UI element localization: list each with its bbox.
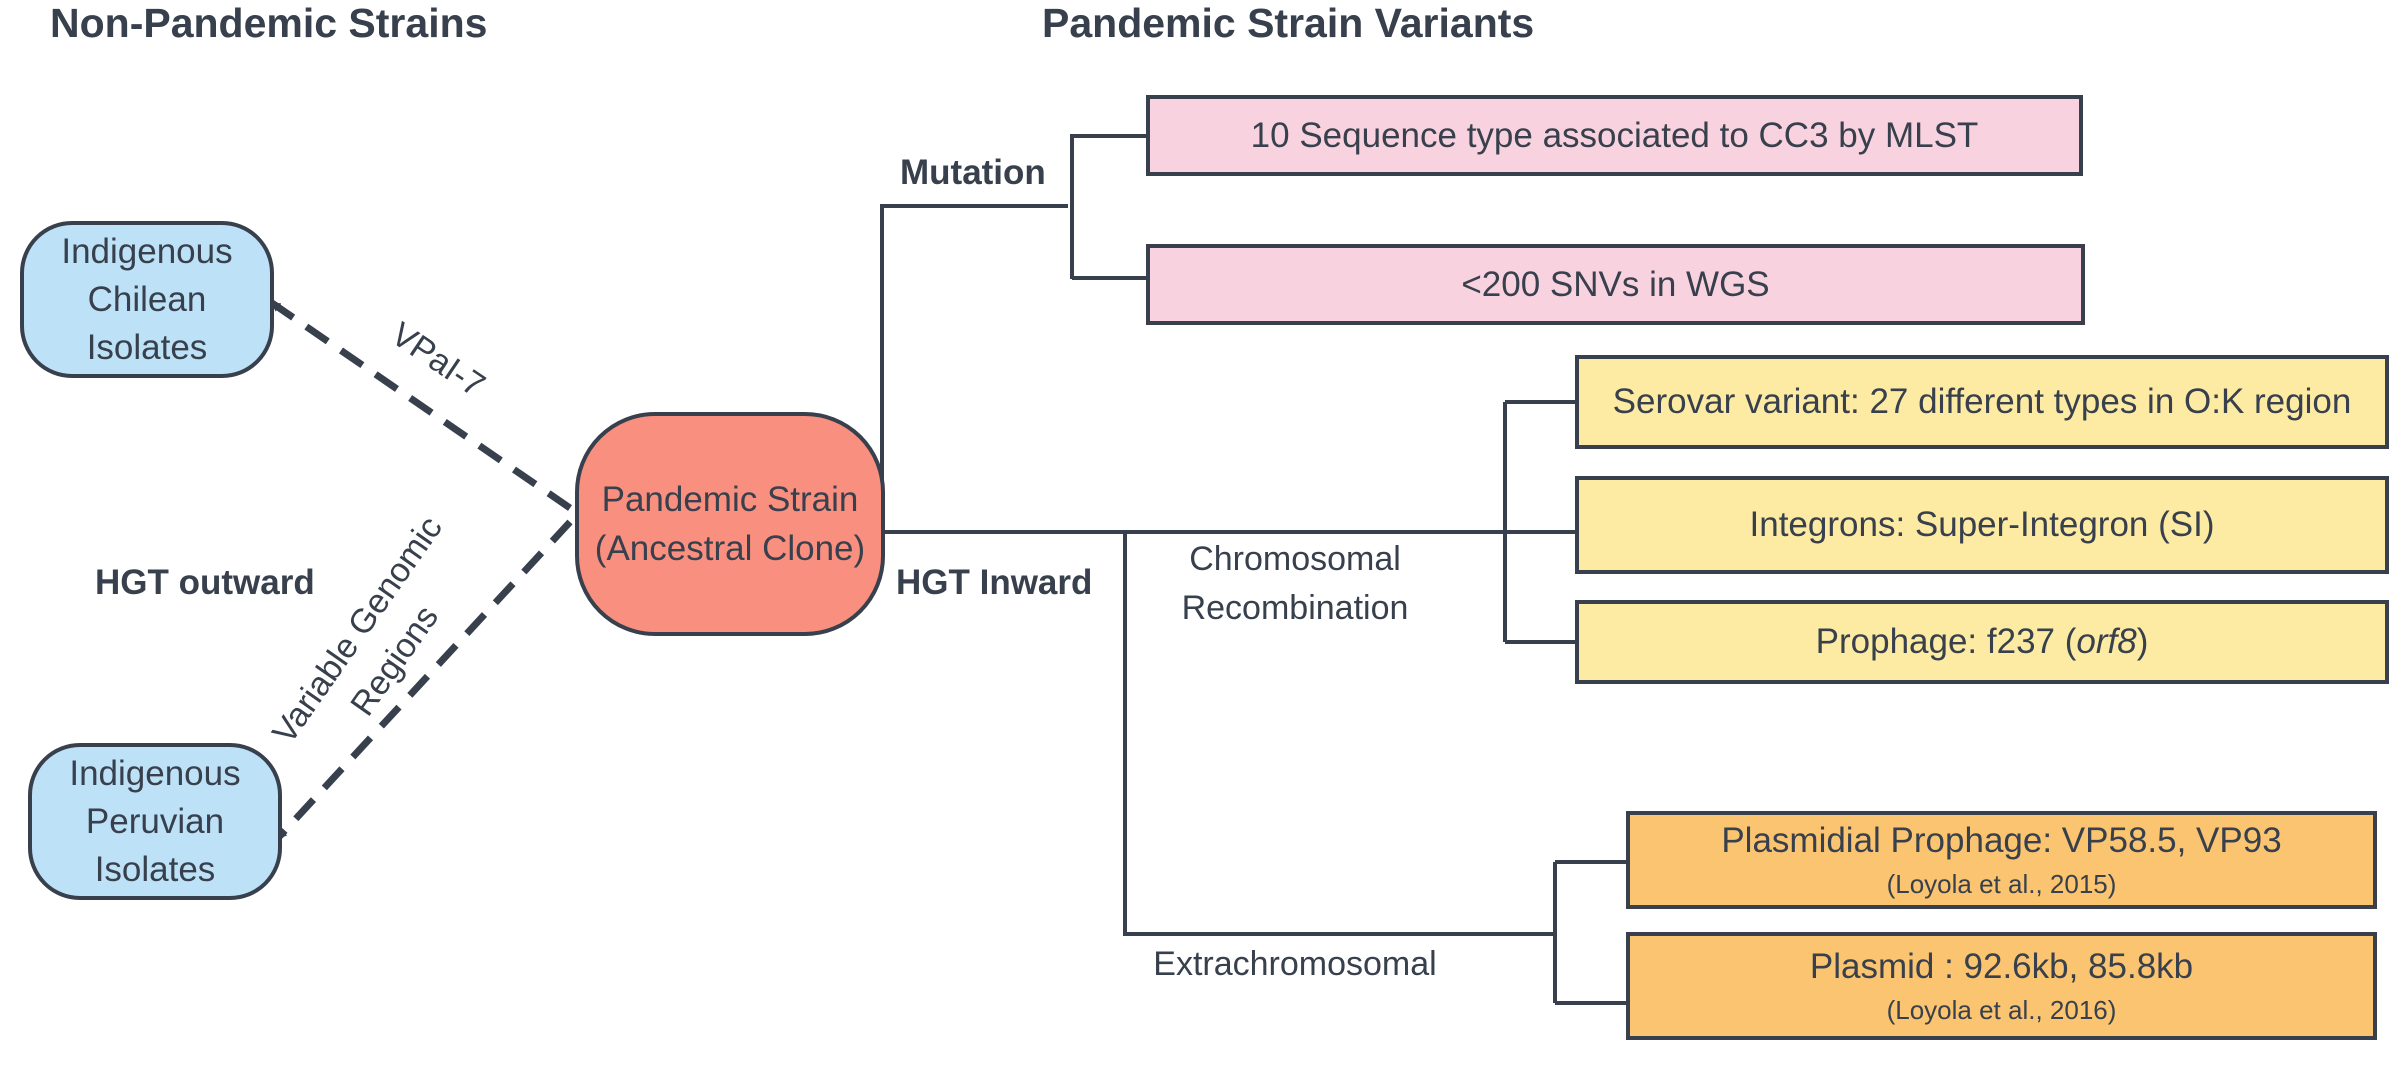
label-chromosomal-line2: Recombination	[1181, 589, 1409, 627]
box-plasmid: Plasmid : 92.6kb, 85.8kb (Loyola et al.,…	[1626, 932, 2377, 1040]
box-prophage-suffix: )	[2136, 622, 2149, 661]
node-pandemic-line2: (Ancestral Clone)	[594, 529, 866, 568]
node-chilean-line3: Isolates	[86, 327, 208, 367]
box-plasmid-text: Plasmid : 92.6kb, 85.8kb	[1809, 946, 2194, 986]
mutation-connector	[880, 204, 1068, 517]
node-chilean-line2: Chilean	[87, 279, 207, 319]
label-hgt-inward: HGT Inward	[896, 563, 1093, 602]
heading-non-pandemic: Non-Pandemic Strains	[50, 0, 488, 46]
box-plasmidial-prophage: Plasmidial Prophage: VP58.5, VP93 (Loyol…	[1626, 811, 2377, 909]
box-plasmidial-text: Plasmidial Prophage: VP58.5, VP93	[1721, 820, 2282, 860]
box-serovar: Serovar variant: 27 different types in O…	[1575, 355, 2389, 449]
arrow-to-chilean	[270, 300, 572, 511]
box-snv: <200 SNVs in WGS	[1146, 244, 2085, 325]
box-prophage-text: Prophage: f237 (orf8)	[1816, 622, 2149, 662]
hgt-inward-trunk	[1123, 532, 1555, 936]
box-plasmidial-citation: (Loyola et al., 2015)	[1886, 868, 2117, 899]
box-prophage-prefix: Prophage: f237 (	[1815, 622, 2077, 661]
node-peruvian-line2: Peruvian	[85, 801, 225, 841]
label-chromosomal-line1: Chromosomal	[1189, 540, 1401, 578]
arrow-to-peruvian	[275, 519, 573, 841]
node-chilean-isolates: Indigenous Chilean Isolates	[20, 221, 274, 378]
box-mlst-text: 10 Sequence type associated to CC3 by ML…	[1250, 115, 1979, 155]
node-pandemic-line1: Pandemic Strain	[601, 480, 859, 519]
label-mutation: Mutation	[900, 153, 1046, 192]
box-serovar-text: Serovar variant: 27 different types in O…	[1612, 382, 2352, 421]
node-chilean-line1: Indigenous	[61, 231, 233, 271]
box-integrons-text: Integrons: Super-Integron (SI)	[1749, 505, 2215, 544]
box-snv-text: <200 SNVs in WGS	[1461, 264, 1770, 304]
box-prophage: Prophage: f237 (orf8)	[1575, 600, 2389, 684]
label-extrachromosomal: Extrachromosomal	[1153, 945, 1437, 983]
label-chromosomal-recombination: Chromosomal Recombination	[1150, 535, 1440, 633]
node-peruvian-line1: Indigenous	[69, 753, 241, 793]
node-pandemic-strain: Pandemic Strain (Ancestral Clone)	[575, 412, 885, 636]
box-integrons: Integrons: Super-Integron (SI)	[1575, 476, 2389, 574]
heading-pandemic-variants: Pandemic Strain Variants	[1042, 0, 1535, 46]
box-plasmid-citation: (Loyola et al., 2016)	[1886, 994, 2117, 1025]
box-prophage-gene: orf8	[2076, 622, 2137, 661]
node-peruvian-line3: Isolates	[94, 849, 216, 889]
box-mlst: 10 Sequence type associated to CC3 by ML…	[1146, 95, 2083, 176]
label-hgt-outward: HGT outward	[95, 563, 315, 602]
node-peruvian-isolates: Indigenous Peruvian Isolates	[28, 743, 282, 900]
